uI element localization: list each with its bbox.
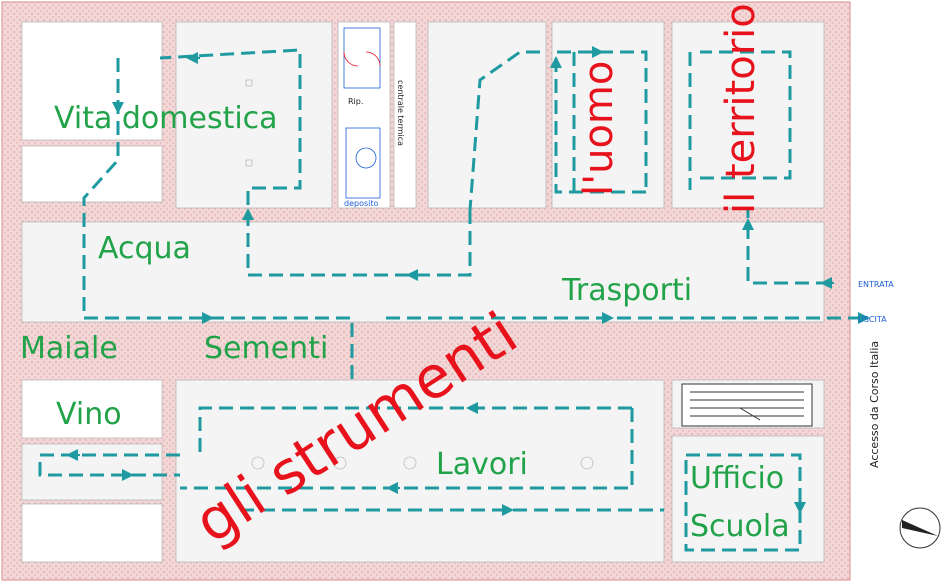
room-lavori: Lavori: [436, 447, 528, 482]
deposito-label: deposito: [344, 199, 379, 208]
centrale-termica-label: centrale termica: [396, 80, 405, 146]
pillars: [245, 79, 594, 470]
rip-label: Rip.: [348, 97, 363, 106]
uscita-label: USCITA: [858, 315, 887, 324]
staircase: [681, 383, 813, 427]
room-acqua: Acqua: [98, 231, 191, 266]
room-sementi: Sementi: [204, 331, 328, 366]
room-trasporti: Trasporti: [561, 273, 692, 308]
compass-icon: [899, 507, 941, 549]
technical-rooms: [343, 27, 381, 199]
room-maiale: Maiale: [20, 331, 118, 366]
room-vita-domestica: Vita domestica: [54, 101, 278, 136]
visit-route: [38, 48, 860, 552]
room-scuola: Scuola: [690, 509, 790, 544]
entrata-label: ENTRATA: [858, 280, 894, 289]
accesso-label: Accesso da Corso Italia: [868, 341, 881, 468]
theme-il-territorio: il territorio: [718, 3, 764, 214]
theme-l-uomo: l'uomo: [576, 61, 622, 196]
route-arrowheads: [66, 46, 870, 516]
room-ufficio: Ufficio: [690, 461, 784, 496]
room-vino: Vino: [56, 397, 122, 432]
